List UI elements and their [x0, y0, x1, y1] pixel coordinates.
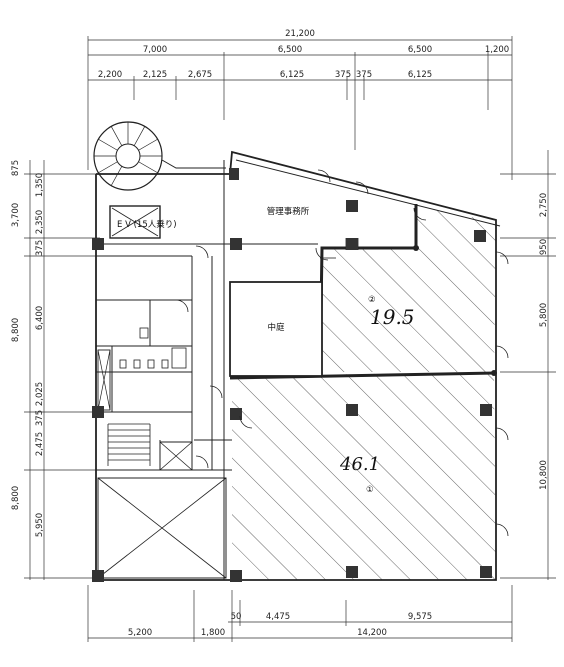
- area-2-value: 19.5: [370, 305, 415, 329]
- dim-bottom2-1: 5,200: [128, 628, 152, 638]
- dim-top2-2: 2,125: [143, 70, 167, 80]
- dim-top2-6: 375: [356, 70, 372, 80]
- inner-walls: [96, 160, 318, 580]
- void-box-large-cross: [97, 477, 227, 579]
- bottom-dimension-lines: [87, 585, 513, 642]
- node-point-2: [491, 370, 497, 376]
- top-dimension-lines: [87, 36, 513, 180]
- dim-top2-1: 2,200: [98, 70, 122, 80]
- node-point-1: [413, 245, 419, 251]
- dim-bottom2-3: 14,200: [357, 628, 387, 638]
- dim-top-4: 1,200: [485, 45, 509, 55]
- hatched-area-2: [322, 206, 496, 372]
- dim-right-3: 5,800: [539, 303, 549, 327]
- hatched-area-1: [232, 372, 496, 580]
- dim-left-5: 375: [35, 240, 45, 256]
- dim-left-10: 2,475: [35, 432, 45, 456]
- dim-left-11: 8,800: [11, 486, 21, 510]
- dim-left-1: 875: [11, 160, 21, 176]
- dim-top2-3: 2,675: [188, 70, 212, 80]
- dim-bottom-1: 50: [231, 612, 242, 622]
- dim-right-4: 10,800: [539, 460, 549, 490]
- dim-bottom-2: 4,475: [266, 612, 290, 622]
- dim-left-8: 2,025: [35, 382, 45, 406]
- dim-left-7: 8,800: [11, 318, 21, 342]
- area-1-number: ①: [366, 485, 374, 495]
- dim-left-6: 6,400: [35, 306, 45, 330]
- elevator-cross: [111, 207, 159, 237]
- dim-right-2: 950: [539, 239, 549, 255]
- dim-top-2: 6,500: [278, 45, 302, 55]
- dim-left-3: 3,700: [11, 203, 21, 227]
- dim-left-9: 375: [35, 410, 45, 426]
- elevator-shaft: [109, 205, 161, 239]
- left-dimension-lines: [24, 160, 100, 580]
- dim-left-12: 5,950: [35, 513, 45, 537]
- stair-treads: [107, 423, 151, 466]
- dim-top2-7: 6,125: [408, 70, 432, 80]
- dim-top-1: 7,000: [143, 45, 167, 55]
- dim-left-2: 1,350: [35, 173, 45, 197]
- void-box-small: [159, 441, 193, 471]
- dim-top2-4: 6,125: [280, 70, 304, 80]
- dim-right-1: 2,750: [539, 193, 549, 217]
- area-2-number: ②: [368, 295, 376, 305]
- dim-top2-5: 375: [335, 70, 351, 80]
- toilet-fixtures: [119, 327, 187, 369]
- dim-bottom2-2: 1,800: [201, 628, 225, 638]
- void-box-large: [97, 477, 227, 579]
- dim-bottom-3: 9,575: [408, 612, 432, 622]
- area-1-value: 46.1: [339, 454, 380, 475]
- dim-top-total: 21,200: [285, 29, 315, 39]
- void-box-small-cross: [159, 441, 193, 471]
- void-box-shaft-cross: [97, 349, 111, 411]
- elevator-label: E V (15人乗り): [117, 219, 177, 230]
- dim-top-3: 6,500: [408, 45, 432, 55]
- courtyard-label: 中庭: [267, 322, 285, 333]
- spiral-staircase: [93, 121, 226, 191]
- door-swings: [175, 169, 509, 537]
- office-label: 管理事務所: [267, 206, 310, 217]
- right-dimension-lines: [500, 150, 556, 580]
- dim-left-4: 2,350: [35, 210, 45, 234]
- structural-columns: [92, 168, 492, 582]
- courtyard-room: [229, 281, 323, 377]
